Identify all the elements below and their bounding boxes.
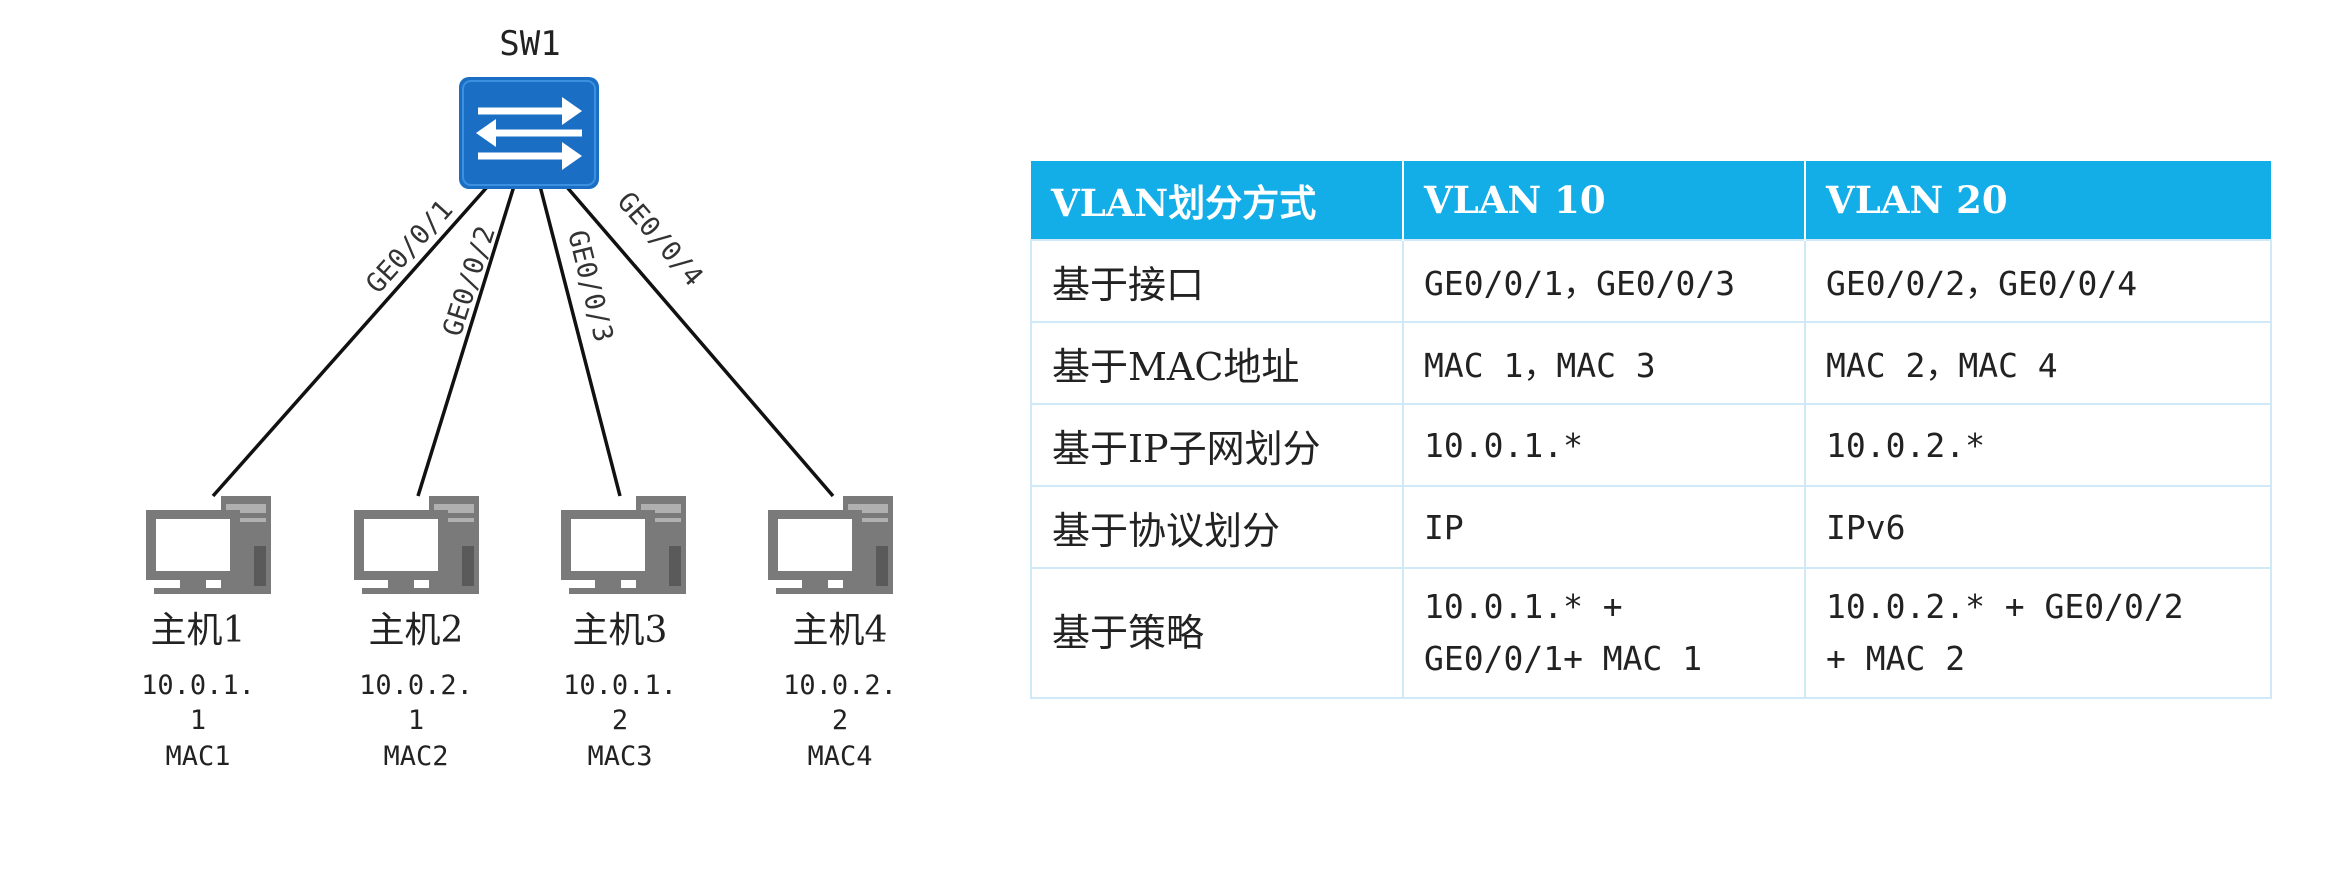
host-4: 主机4 10.0.2. 2 MAC4 xyxy=(768,496,897,772)
host-ip: 10.0.2. xyxy=(359,670,473,701)
pc-icon xyxy=(768,496,893,594)
host-ip-suffix: 1 xyxy=(408,705,424,736)
host-3: 主机3 10.0.1. 2 MAC3 xyxy=(561,496,686,772)
table-row: 基于接口 GE0/0/1，GE0/0/3 GE0/0/2，GE0/0/4 xyxy=(1030,239,2272,323)
table-header-row: VLAN划分方式 VLAN 10 VLAN 20 xyxy=(1031,161,2271,240)
table-row: 基于协议划分 IP IPv6 xyxy=(1030,485,2272,569)
host-name: 主机2 xyxy=(369,610,464,651)
table-row: 基于IP子网划分 10.0.1.* 10.0.2.* xyxy=(1030,403,2272,487)
row-vlan10-value: GE0/0/1，GE0/0/3 xyxy=(1402,239,1806,323)
links xyxy=(211,184,835,498)
row-method: 基于MAC地址 xyxy=(1030,321,1404,405)
row-vlan20-value: MAC 2，MAC 4 xyxy=(1804,321,2272,405)
row-vlan10-value: 10.0.1.* + GE0/0/1+ MAC 1 xyxy=(1402,567,1806,699)
row-vlan20-value: GE0/0/2，GE0/0/4 xyxy=(1804,239,2272,323)
switch-icon xyxy=(459,77,599,189)
vlan-division-table: VLAN划分方式 VLAN 10 VLAN 20 基于接口 GE0/0/1，GE… xyxy=(1030,161,2272,699)
port-label-2: GE0/0/2 xyxy=(437,222,502,340)
port-label-3: GE0/0/3 xyxy=(561,227,619,345)
row-vlan10-value: IP xyxy=(1402,485,1806,569)
link-2 xyxy=(416,185,516,497)
link-3 xyxy=(538,185,622,497)
header-vlan10: VLAN 10 xyxy=(1403,161,1806,240)
host-ip: 10.0.1. xyxy=(563,670,677,701)
row-method: 基于IP子网划分 xyxy=(1030,403,1404,487)
value-line: 10.0.1.* + xyxy=(1424,587,1623,626)
link-4 xyxy=(564,184,835,498)
row-method: 基于接口 xyxy=(1030,239,1404,323)
host-ip-suffix: 2 xyxy=(612,705,628,736)
header-method: VLAN划分方式 xyxy=(1031,161,1404,240)
value-line: GE0/0/1+ MAC 1 xyxy=(1424,639,1703,678)
host-mac: MAC4 xyxy=(807,741,872,772)
host-mac: MAC1 xyxy=(165,741,230,772)
host-1: 主机1 10.0.1. 1 MAC1 xyxy=(141,496,271,772)
row-vlan20-value: 10.0.2.* + GE0/0/2 + MAC 2 xyxy=(1804,567,2272,699)
value-line: + MAC 2 xyxy=(1826,639,1966,678)
pc-icon xyxy=(561,496,686,594)
host-name: 主机1 xyxy=(151,610,246,651)
switch-label: SW1 xyxy=(499,24,560,64)
host-ip: 10.0.1. xyxy=(141,670,255,701)
header-vlan20: VLAN 20 xyxy=(1805,161,2271,240)
value-line: 10.0.2.* + GE0/0/2 xyxy=(1826,587,2184,626)
port-label-4: GE0/0/4 xyxy=(611,186,709,292)
row-vlan10-value: 10.0.1.* xyxy=(1402,403,1806,487)
host-name: 主机4 xyxy=(793,610,888,651)
host-mac: MAC3 xyxy=(587,741,652,772)
table-row: 基于策略 10.0.1.* + GE0/0/1+ MAC 1 10.0.2.* … xyxy=(1030,567,2272,699)
host-ip-suffix: 1 xyxy=(190,705,206,736)
pc-icon xyxy=(146,496,271,594)
row-vlan10-value: MAC 1，MAC 3 xyxy=(1402,321,1806,405)
network-topology-diagram: SW1 GE0/0/1 GE0/0/2 GE0/0/3 GE0/0/4 xyxy=(141,24,897,772)
host-mac: MAC2 xyxy=(383,741,448,772)
host-ip: 10.0.2. xyxy=(783,670,897,701)
link-1 xyxy=(211,184,490,498)
port-label-1: GE0/0/1 xyxy=(360,194,459,299)
row-method: 基于策略 xyxy=(1030,567,1404,699)
row-vlan20-value: IPv6 xyxy=(1804,485,2272,569)
host-name: 主机3 xyxy=(573,610,668,651)
row-vlan20-value: 10.0.2.* xyxy=(1804,403,2272,487)
pc-icon xyxy=(354,496,479,594)
row-method: 基于协议划分 xyxy=(1030,485,1404,569)
host-ip-suffix: 2 xyxy=(832,705,848,736)
host-2: 主机2 10.0.2. 1 MAC2 xyxy=(354,496,479,772)
table-row: 基于MAC地址 MAC 1，MAC 3 MAC 2，MAC 4 xyxy=(1030,321,2272,405)
